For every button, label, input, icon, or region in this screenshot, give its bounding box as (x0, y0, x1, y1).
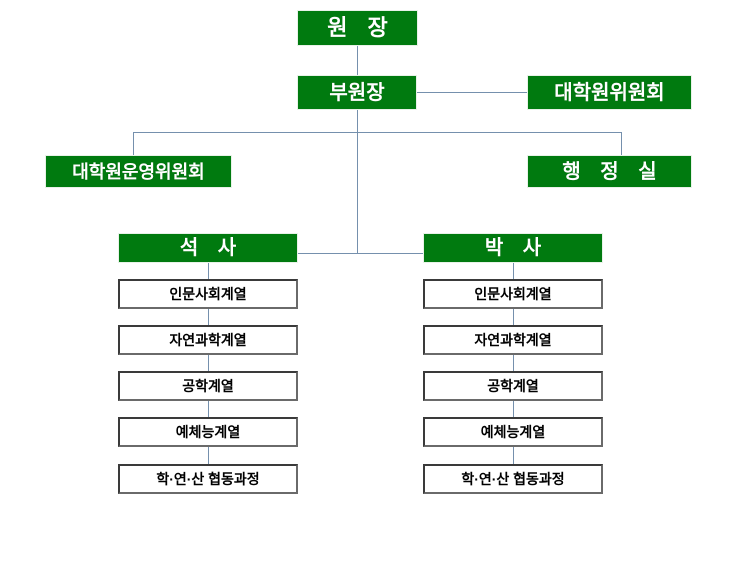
doctoral-program-item[interactable]: 예체능계열 (423, 417, 603, 447)
node-admin-office[interactable]: 행 정 실 (527, 155, 692, 188)
node-director[interactable]: 원 장 (297, 10, 418, 46)
doctoral-program-item[interactable]: 학·연·산 협동과정 (423, 464, 603, 494)
connector-director-to-vice (357, 46, 358, 75)
connector-vice-to-graduate-committee (417, 92, 527, 93)
node-operating-committee-label: 대학원운영위원회 (72, 161, 205, 182)
connector-drop-operating-committee (133, 132, 134, 155)
masters-program-item[interactable]: 예체능계열 (118, 417, 298, 447)
connector-doctoral-2 (513, 309, 514, 326)
node-masters-label: 석 사 (179, 237, 244, 259)
connector-doctoral-3 (513, 355, 514, 372)
masters-program-item[interactable]: 자연과학계열 (118, 325, 298, 355)
doctoral-program-label: 자연과학계열 (474, 332, 552, 348)
connector-masters-3 (208, 355, 209, 372)
doctoral-program-item[interactable]: 자연과학계열 (423, 325, 603, 355)
connector-degree-row-bar (298, 253, 423, 254)
node-vice-director[interactable]: 부원장 (297, 75, 417, 110)
masters-program-item[interactable]: 공학계열 (118, 371, 298, 401)
node-doctoral-label: 박 사 (484, 237, 549, 259)
connector-masters-5 (208, 447, 209, 464)
masters-program-label: 공학계열 (182, 378, 234, 394)
doctoral-program-label: 인문사회계열 (474, 286, 552, 302)
masters-program-label: 예체능계열 (175, 424, 241, 440)
masters-program-item[interactable]: 학·연·산 협동과정 (118, 464, 298, 494)
node-director-label: 원 장 (327, 15, 395, 40)
node-vice-director-label: 부원장 (329, 81, 385, 104)
connector-doctoral-1 (513, 263, 514, 279)
connector-masters-2 (208, 309, 209, 326)
doctoral-program-label: 예체능계열 (480, 424, 546, 440)
masters-program-item[interactable]: 인문사회계열 (118, 279, 298, 309)
node-doctoral[interactable]: 박 사 (423, 233, 603, 263)
masters-program-label: 학·연·산 협동과정 (156, 471, 260, 487)
doctoral-program-item[interactable]: 인문사회계열 (423, 279, 603, 309)
node-masters[interactable]: 석 사 (118, 233, 298, 263)
connector-masters-4 (208, 401, 209, 418)
node-operating-committee[interactable]: 대학원운영위원회 (45, 155, 232, 188)
connector-doctoral-4 (513, 401, 514, 418)
connector-masters-1 (208, 263, 209, 279)
doctoral-program-label: 학·연·산 협동과정 (461, 471, 565, 487)
doctoral-program-label: 공학계열 (487, 378, 539, 394)
connector-drop-admin-office (621, 132, 622, 155)
masters-program-label: 인문사회계열 (169, 286, 247, 302)
masters-program-label: 자연과학계열 (169, 332, 247, 348)
node-graduate-committee-label: 대학원위원회 (554, 81, 665, 104)
connector-committee-row-bar (133, 132, 622, 133)
node-graduate-committee[interactable]: 대학원위원회 (527, 75, 692, 110)
doctoral-program-item[interactable]: 공학계열 (423, 371, 603, 401)
connector-vice-trunk (357, 110, 358, 254)
connector-doctoral-5 (513, 447, 514, 464)
node-admin-office-label: 행 정 실 (562, 160, 664, 183)
